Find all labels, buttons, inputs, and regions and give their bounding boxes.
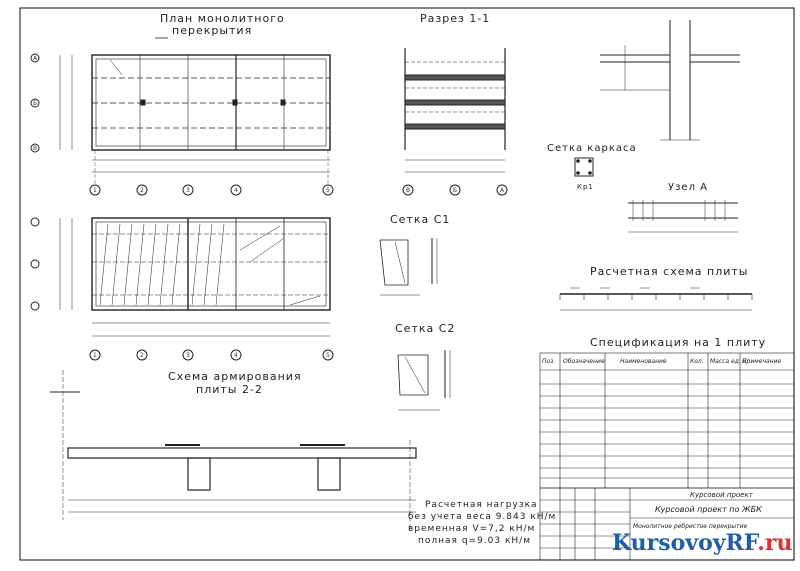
axis-row-a: А xyxy=(33,55,38,62)
spec-head-note: Примечание xyxy=(742,358,782,365)
mesh-c1-title: Сетка С1 xyxy=(390,213,451,226)
axis-4: 4 xyxy=(234,187,238,194)
axis-row-c: В xyxy=(33,145,38,152)
axis-mid-3: 3 xyxy=(186,352,190,359)
spec-title: Спецификация на 1 плиту xyxy=(590,336,767,349)
node-a-title: Узел А xyxy=(668,182,708,193)
notes-3: временная V=7,2 кН/м xyxy=(408,524,536,534)
axis-row-b: Б xyxy=(33,100,38,107)
mesh-c2-title: Сетка С2 xyxy=(395,322,456,335)
axis-5: 5 xyxy=(326,187,330,194)
sheet-frame xyxy=(19,7,795,561)
plan-drawing xyxy=(30,37,334,196)
axis-3: 3 xyxy=(186,187,190,194)
watermark-main: KursovoyRF xyxy=(612,530,758,556)
frame-detail xyxy=(574,157,738,233)
section-title: Разрез 1-1 xyxy=(420,12,491,25)
plan-title-1: План монолитного xyxy=(160,12,285,25)
plan-title-2: перекрытия xyxy=(172,24,253,37)
watermark-tld: .ru xyxy=(757,530,793,556)
axis-1: 1 xyxy=(93,187,97,194)
section-1-1 xyxy=(402,48,508,196)
section-axis-v: В xyxy=(406,187,411,194)
spec-table xyxy=(539,352,795,489)
slab-calc-scheme xyxy=(559,287,753,311)
axis-mid-4: 4 xyxy=(234,352,238,359)
spec-head-name: Наименование xyxy=(620,358,667,365)
beam-title-2: плиты 2-2 xyxy=(196,383,263,396)
beam-title-1: Схема армирования xyxy=(168,370,302,383)
axis-mid-2: 2 xyxy=(140,352,144,359)
frame-title: Сетка каркаса xyxy=(547,143,637,154)
mesh-details xyxy=(379,238,451,411)
reinforcement-plan xyxy=(30,217,334,361)
spec-head-pos: Поз. xyxy=(542,358,556,365)
tb-desc: Монолитное ребристое перекрытие xyxy=(633,523,748,530)
slab-calc-title: Расчетная схема плиты xyxy=(590,265,749,278)
notes-4: полная q=9.03 кН/м xyxy=(418,536,531,546)
title-block xyxy=(539,487,795,561)
axis-mid-1: 1 xyxy=(93,352,97,359)
tb-name: Курсовой проект по ЖБК xyxy=(655,505,762,514)
axis-mid-5: 5 xyxy=(326,352,330,359)
section-axis-b: Б xyxy=(453,187,458,194)
beam-section xyxy=(50,370,417,530)
spec-head-des: Обозначение xyxy=(563,358,605,365)
notes-2: без учета веса 9.843 кН/м xyxy=(408,512,557,522)
watermark-logo: KursovoyRF.ru xyxy=(612,530,792,556)
tb-code: Курсовой проект xyxy=(690,491,753,499)
spec-head-qty: Кол. xyxy=(690,358,704,365)
section-axis-a: А xyxy=(500,187,505,194)
node-detail xyxy=(600,20,740,141)
frame-label: Кр1 xyxy=(577,183,594,191)
axis-2: 2 xyxy=(140,187,144,194)
spec-head-mass: Масса ед. кг xyxy=(710,358,750,365)
notes-1: Расчетная нагрузка xyxy=(425,500,538,510)
